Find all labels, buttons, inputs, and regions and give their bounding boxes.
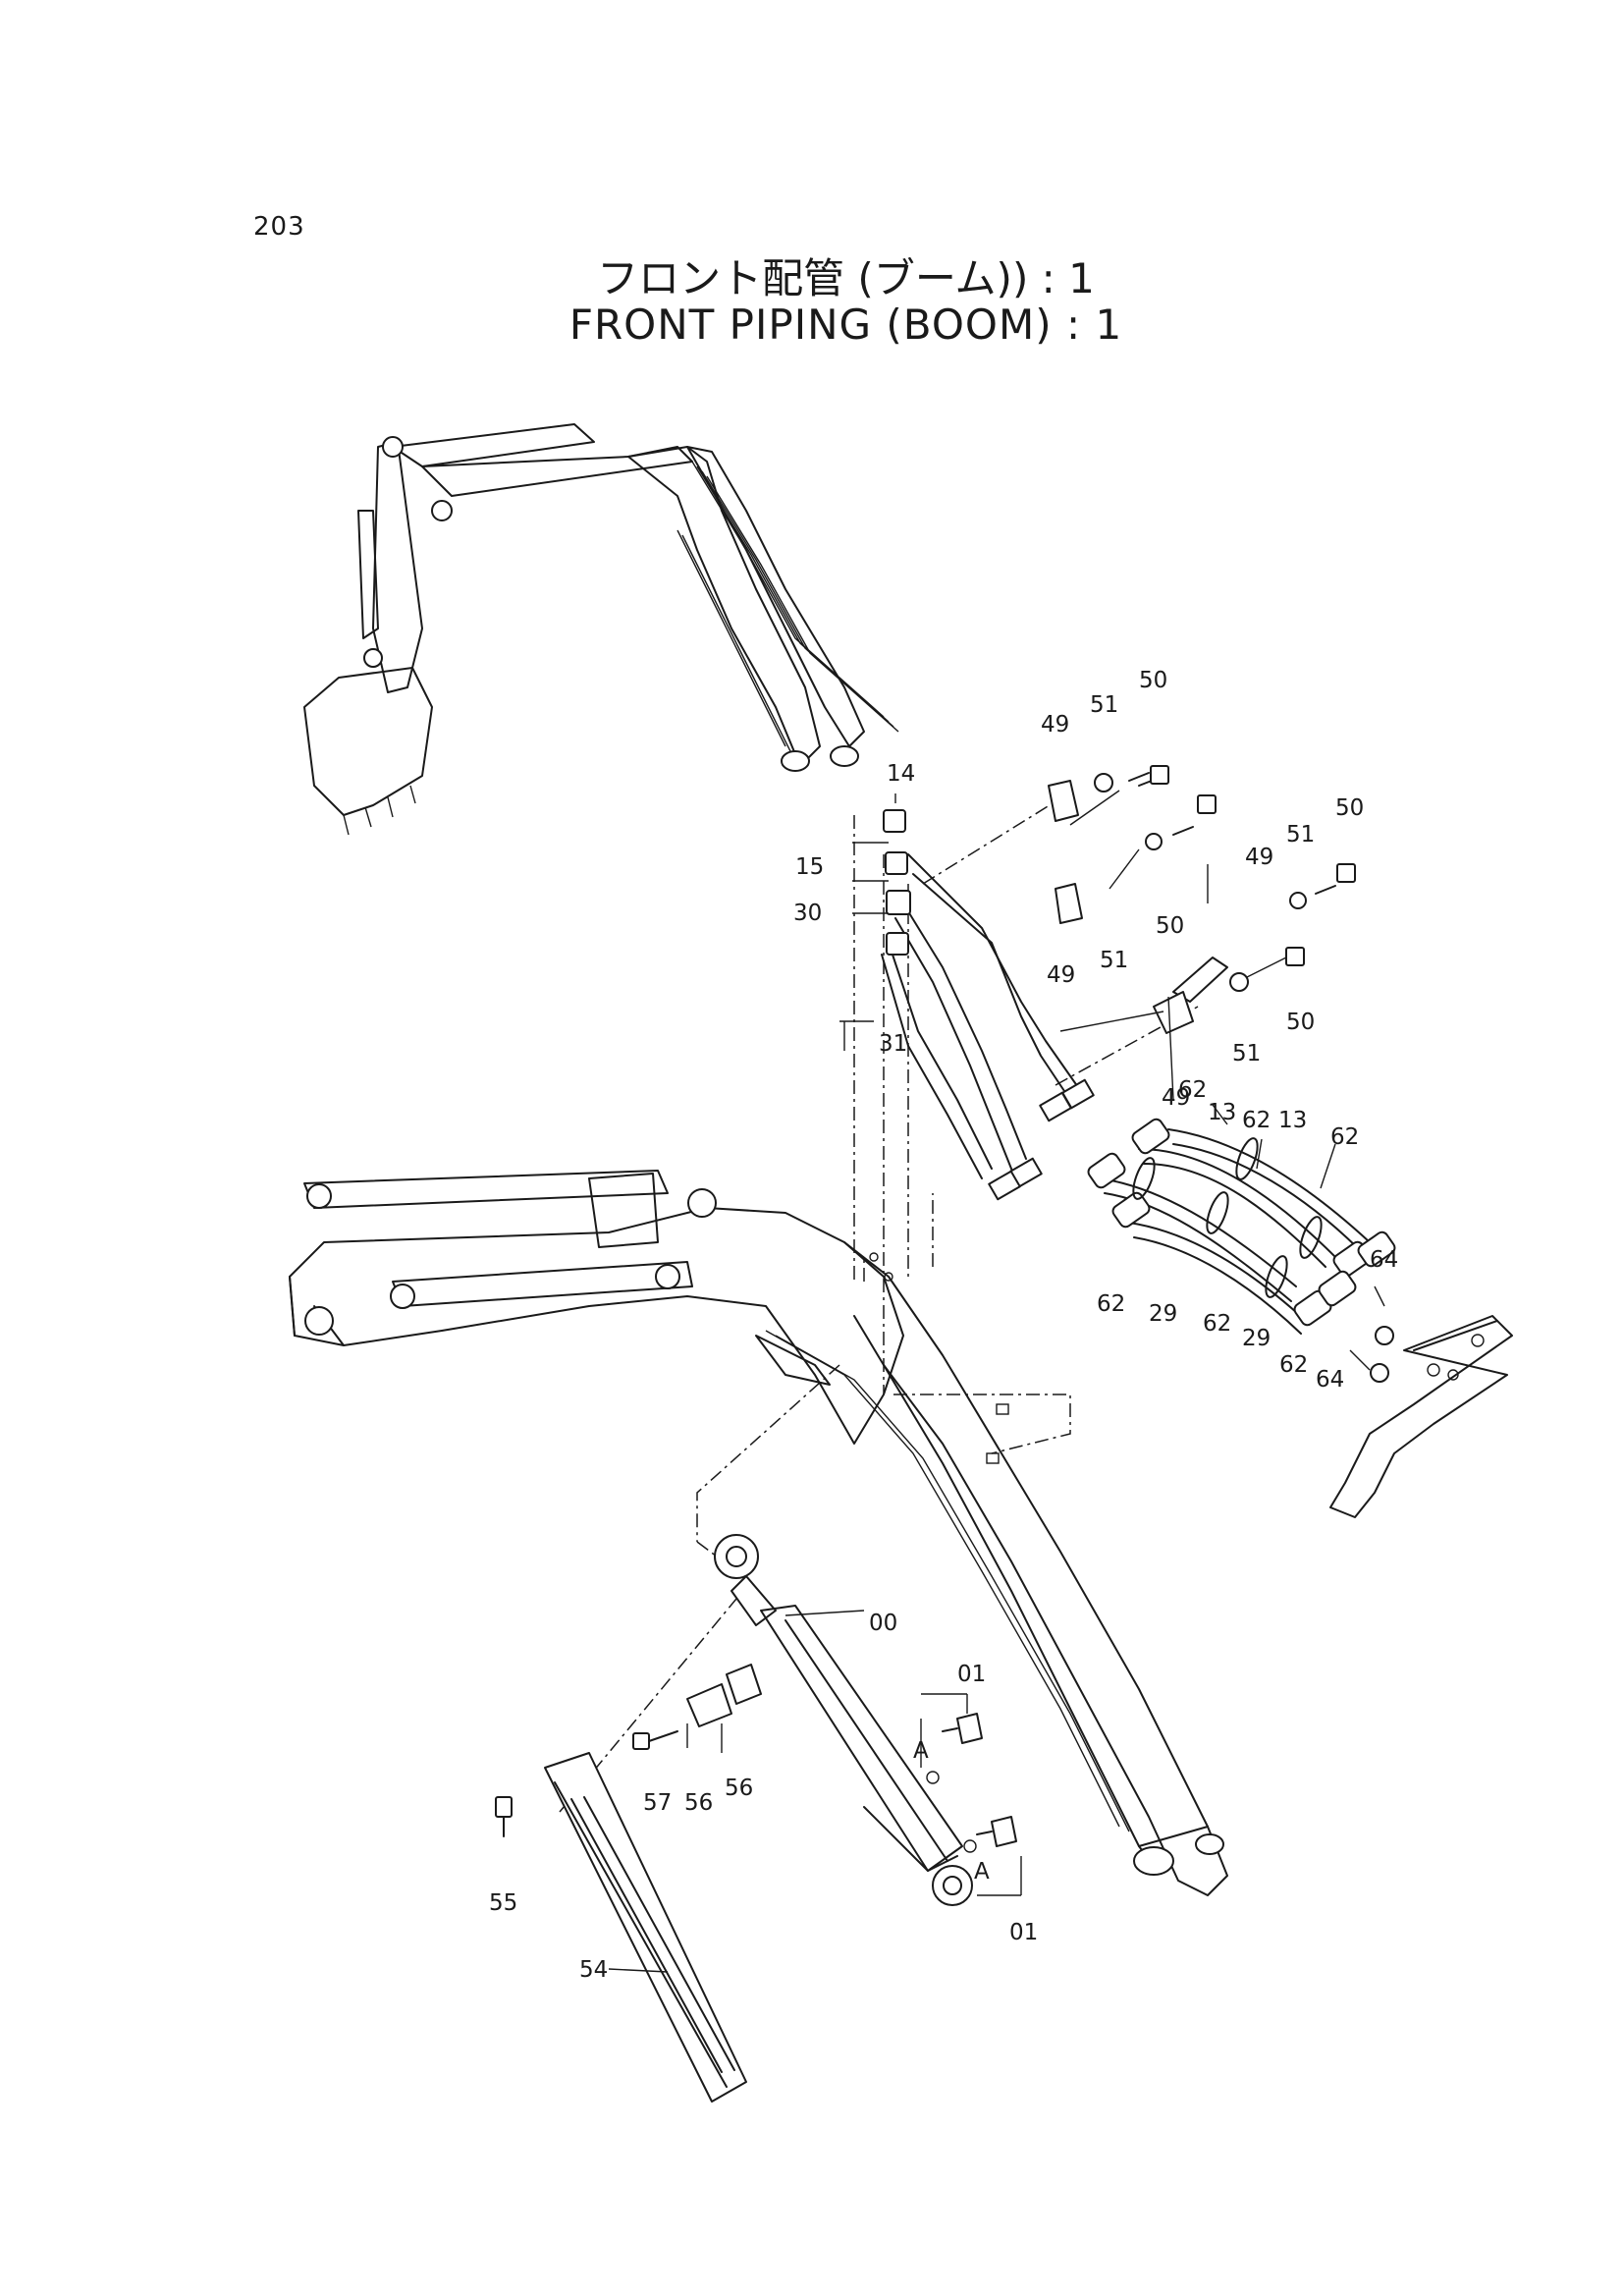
overview-front-attachment xyxy=(303,423,899,836)
clamp-56-57 xyxy=(632,1664,762,1750)
callout-56: 56 xyxy=(684,1790,713,1816)
cover-plate xyxy=(495,1752,747,2103)
title-japanese: フロント配管 (ブーム)) : 1 xyxy=(597,254,1095,302)
callout-51: 51 xyxy=(1232,1041,1261,1066)
callout-57: 57 xyxy=(643,1790,672,1816)
callout-15: 15 xyxy=(795,854,824,880)
callout-30: 30 xyxy=(793,901,822,926)
callout-62: 62 xyxy=(1330,1124,1359,1150)
callout-64: 64 xyxy=(1370,1247,1398,1273)
callout-62: 62 xyxy=(1203,1311,1231,1337)
fittings-14-15-30 xyxy=(852,793,911,956)
callout-31: 31 xyxy=(879,1031,907,1057)
callout-50: 50 xyxy=(1139,668,1167,693)
callout-50: 50 xyxy=(1286,1010,1315,1035)
callout-64: 64 xyxy=(1316,1367,1344,1393)
callout-leaders xyxy=(608,996,1385,1973)
callout-51: 51 xyxy=(1100,948,1128,973)
callout-01: 01 xyxy=(957,1662,986,1687)
clamp-hardware xyxy=(1048,765,1356,1034)
title-english: FRONT PIPING (BOOM) : 1 xyxy=(568,301,1123,349)
boom-cylinder xyxy=(714,1534,973,1906)
callout-56: 56 xyxy=(725,1776,753,1801)
callout-A: A xyxy=(974,1859,990,1885)
page-number: 203 xyxy=(253,212,305,242)
callout-00: 00 xyxy=(869,1611,897,1636)
callout-13: 13 xyxy=(1208,1100,1236,1125)
callout-29: 29 xyxy=(1242,1326,1271,1351)
callout-01: 01 xyxy=(1009,1920,1038,1945)
callout-51: 51 xyxy=(1090,692,1118,718)
callout-13: 13 xyxy=(1278,1108,1307,1133)
callout-51: 51 xyxy=(1286,822,1315,847)
callout-50: 50 xyxy=(1335,795,1364,821)
hose-set xyxy=(1087,1118,1396,1335)
steel-pipe-set xyxy=(881,853,1095,1201)
callout-49: 49 xyxy=(1245,845,1273,870)
callout-62: 62 xyxy=(1178,1077,1207,1103)
callout-62: 62 xyxy=(1097,1291,1125,1317)
callout-29: 29 xyxy=(1149,1301,1177,1327)
mounting-plate xyxy=(1329,1315,1513,1518)
elbow-fittings xyxy=(920,1693,1022,1896)
callout-50: 50 xyxy=(1156,913,1184,939)
callout-62: 62 xyxy=(1279,1352,1308,1378)
callout-62: 62 xyxy=(1242,1108,1271,1133)
callout-49: 49 xyxy=(1162,1085,1190,1111)
callout-A: A xyxy=(913,1738,929,1764)
callout-49: 49 xyxy=(1047,962,1075,988)
main-boom-assembly xyxy=(289,1170,1228,1896)
callout-labels: 14 15 30 31 49 51 50 49 51 50 49 51 50 5… xyxy=(489,668,1398,1983)
callout-14: 14 xyxy=(887,761,915,787)
callout-55: 55 xyxy=(489,1890,517,1916)
callout-49: 49 xyxy=(1041,712,1069,738)
callout-54: 54 xyxy=(579,1957,608,1983)
